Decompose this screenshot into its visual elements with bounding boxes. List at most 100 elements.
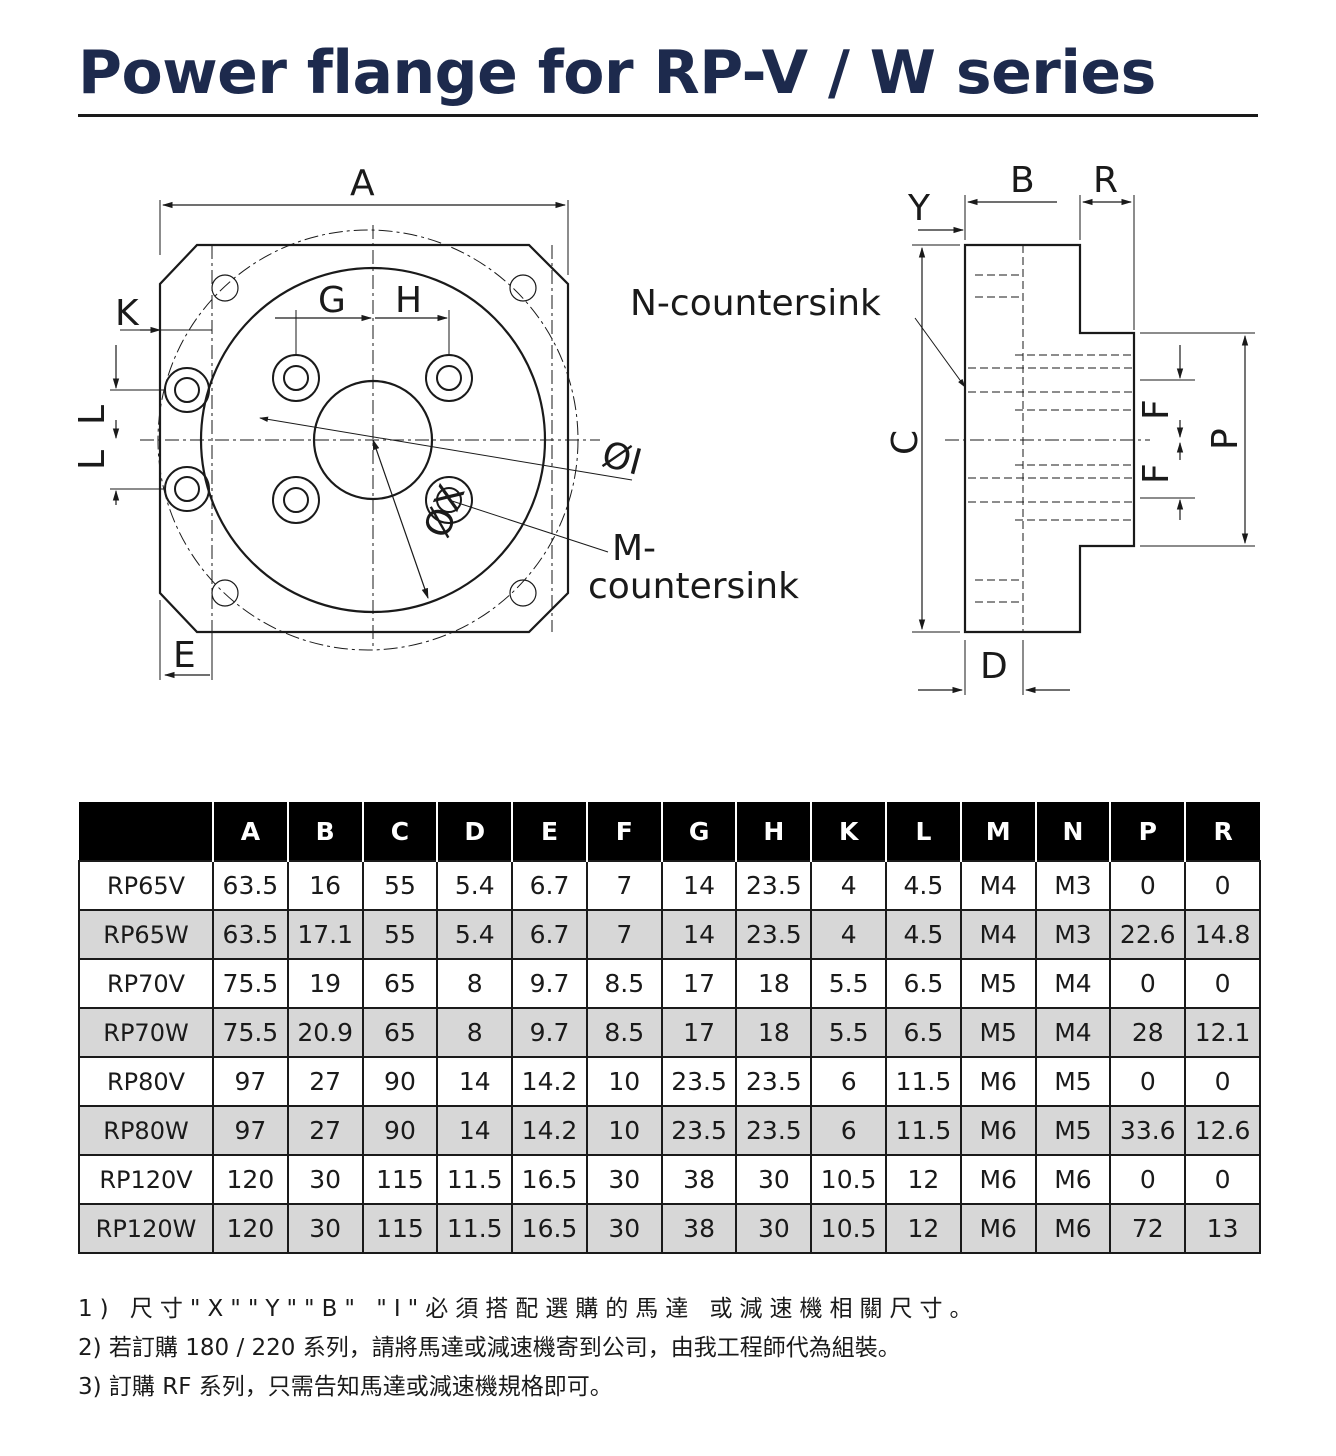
note-3: 3) 訂購 RF 系列，只需告知馬達或減速機規格即可。 — [78, 1374, 613, 1400]
value-cell: 10 — [585, 1056, 663, 1107]
value-cell: M3 — [1034, 909, 1112, 960]
value-cell: 9.7 — [511, 1007, 588, 1058]
value-cell: 14 — [436, 1105, 514, 1156]
value-cell: 8.5 — [585, 958, 663, 1009]
model-cell: RP70W — [78, 1007, 214, 1058]
value-cell: M4 — [959, 909, 1037, 960]
dim-label-r: R — [1093, 160, 1118, 201]
corner-hole — [211, 274, 239, 302]
note-1: 1) 尺寸"X""Y""B" "I"必須搭配選購的馬達 或減速機相關尺寸。 — [78, 1296, 980, 1322]
value-cell: 8.5 — [585, 1007, 663, 1058]
dim-label-k: K — [115, 293, 140, 334]
value-cell: 14 — [660, 909, 738, 960]
value-cell: 75.5 — [212, 958, 289, 1009]
value-cell: 27 — [286, 1105, 364, 1156]
value-cell: 72 — [1109, 1203, 1187, 1254]
value-cell: 11.5 — [885, 1056, 962, 1107]
value-cell: 5.4 — [436, 860, 514, 911]
n-countersink-label: N-countersink — [630, 283, 881, 324]
value-cell: 120 — [212, 1154, 289, 1205]
value-cell: 16.5 — [511, 1154, 588, 1205]
k-hole — [164, 367, 210, 413]
value-cell: M6 — [959, 1154, 1037, 1205]
value-cell: M6 — [959, 1105, 1037, 1156]
value-cell: 12.6 — [1184, 1105, 1261, 1156]
value-cell: 12.1 — [1184, 1007, 1261, 1058]
value-cell: M4 — [1034, 958, 1112, 1009]
value-cell: 120 — [212, 1203, 289, 1254]
value-cell: 17 — [660, 1007, 738, 1058]
page-title: Power flange for RP-V / W series — [78, 38, 1156, 108]
side-profile — [963, 243, 1136, 634]
value-cell: 65 — [361, 1007, 439, 1058]
column-header: B — [286, 802, 363, 861]
value-cell: 10 — [585, 1105, 663, 1156]
dim-label-oi: ØI — [598, 434, 646, 484]
value-cell: 0 — [1184, 1056, 1261, 1107]
flange-drawing: A K G H L L E ØI ØX M- countersink — [72, 160, 1255, 695]
value-cell: 0 — [1109, 1154, 1187, 1205]
m-countersink-label-1: M- — [612, 528, 656, 569]
value-cell: 8 — [436, 958, 514, 1009]
value-cell: M6 — [959, 1056, 1037, 1107]
value-cell: 55 — [361, 909, 439, 960]
value-cell: M3 — [1034, 860, 1112, 911]
value-cell: 6 — [810, 1105, 888, 1156]
value-cell: 5.4 — [436, 909, 514, 960]
dim-label-y: Y — [907, 188, 931, 229]
value-cell: 5.5 — [810, 958, 888, 1009]
front-view-labels: A K G H L L E ØI ØX M- countersink — [72, 163, 799, 676]
value-cell: 115 — [361, 1154, 439, 1205]
value-cell: 97 — [212, 1105, 289, 1156]
value-cell: M6 — [1034, 1203, 1112, 1254]
model-cell: RP120W — [78, 1203, 214, 1254]
value-cell: 6.7 — [511, 909, 588, 960]
m-countersink-hole — [272, 476, 320, 524]
value-cell: 20.9 — [286, 1007, 364, 1058]
dim-label-d: D — [980, 646, 1008, 687]
m-countersink-hole — [425, 354, 473, 402]
model-cell: RP120V — [78, 1154, 214, 1205]
value-cell: 65 — [361, 958, 439, 1009]
corner-hole — [211, 579, 239, 607]
column-header: F — [585, 802, 662, 861]
column-header: L — [885, 802, 961, 861]
value-cell: 12 — [885, 1203, 962, 1254]
value-cell: 4.5 — [885, 860, 962, 911]
value-cell: 6.5 — [885, 1007, 962, 1058]
dim-label-g: G — [318, 280, 346, 321]
column-header: H — [735, 802, 812, 861]
value-cell: M5 — [1034, 1105, 1112, 1156]
column-header: R — [1184, 802, 1260, 861]
value-cell: 23.5 — [735, 1056, 813, 1107]
value-cell: 33.6 — [1109, 1105, 1187, 1156]
flange-outline — [158, 243, 570, 634]
note-2: 2) 若訂購 180 / 220 系列，請將馬達或減速機寄到公司，由我工程師代為… — [78, 1335, 901, 1361]
m-countersink-hole — [272, 354, 320, 402]
value-cell: 16.5 — [511, 1203, 588, 1254]
value-cell: 0 — [1109, 958, 1187, 1009]
value-cell: 28 — [1109, 1007, 1187, 1058]
side-view-labels: Y B R N-countersink C F F P D — [630, 160, 1246, 687]
value-cell: 27 — [286, 1056, 364, 1107]
value-cell: M6 — [959, 1203, 1037, 1254]
value-cell: M4 — [1034, 1007, 1112, 1058]
value-cell: 11.5 — [436, 1154, 514, 1205]
value-cell: 6.5 — [885, 958, 962, 1009]
model-cell: RP65V — [78, 860, 214, 911]
column-header: C — [361, 802, 438, 861]
value-cell: 12 — [885, 1154, 962, 1205]
dim-label-f-upper: F — [1136, 399, 1177, 420]
value-cell: 14 — [436, 1056, 514, 1107]
value-cell: 115 — [361, 1203, 439, 1254]
dim-label-b: B — [1010, 160, 1035, 201]
dim-label-p: P — [1205, 428, 1246, 450]
value-cell: 63.5 — [212, 909, 289, 960]
value-cell: 75.5 — [212, 1007, 289, 1058]
value-cell: 23.5 — [735, 1105, 813, 1156]
